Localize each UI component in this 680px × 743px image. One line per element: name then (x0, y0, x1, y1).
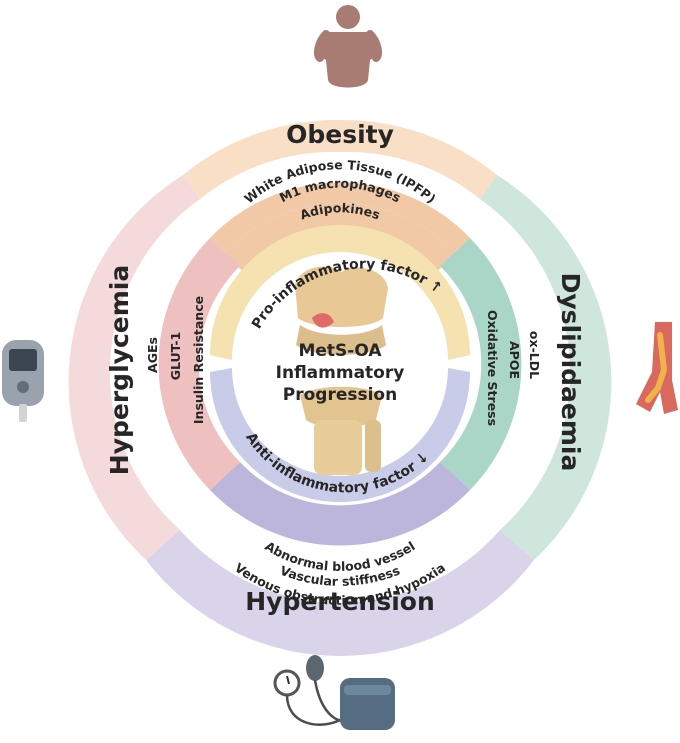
obesity-person-icon (314, 5, 382, 88)
outer-sector-hypertension (146, 530, 534, 657)
glucose-meter-icon (2, 340, 44, 422)
blood-vessel-icon (636, 322, 678, 414)
center-line-3: Progression (283, 385, 397, 405)
hyperglycemia-item-2: GLUT-1 (168, 332, 183, 381)
knee-joint-image (295, 266, 388, 475)
inner-sector-hypertension (210, 462, 470, 546)
hyperglycemia-title: Hyperglycemia (105, 265, 134, 475)
center-label: MetS-OA Inflammatory Progression (276, 341, 405, 405)
inner-sector-obesity (210, 182, 470, 252)
hypertension-title: Hypertension (245, 587, 435, 616)
obesity-item-3: Adipokines (298, 200, 382, 222)
outer-sector-dyslipidaemia (480, 175, 612, 560)
dyslipidaemia-item-2: APOE (507, 341, 522, 379)
pro-inflammatory-band (210, 225, 470, 360)
center-line-1: MetS-OA (298, 341, 382, 361)
blood-pressure-monitor-icon (273, 655, 395, 730)
hyperglycemia-item-1: AGEs (145, 337, 160, 373)
dyslipidaemia-title: Dyslipidaemia (556, 273, 585, 472)
dyslipidaemia-item-3: Oxidative Stress (485, 310, 500, 426)
outer-ring (68, 119, 612, 657)
outer-sector-hyperglycemia (68, 175, 200, 560)
center-line-2: Inflammatory (276, 363, 405, 383)
dyslipidaemia-item-1: ox-LDL (527, 331, 542, 379)
inner-sector-hyperglycemia (158, 238, 240, 490)
anti-inflammatory-band (210, 368, 470, 502)
hyperglycemia-item-3: Insulin Resistance (191, 296, 206, 424)
core-band (206, 225, 474, 502)
inner-sector-dyslipidaemia (440, 238, 522, 490)
obesity-title: Obesity (286, 120, 394, 149)
outer-sector-obesity (340, 119, 497, 199)
